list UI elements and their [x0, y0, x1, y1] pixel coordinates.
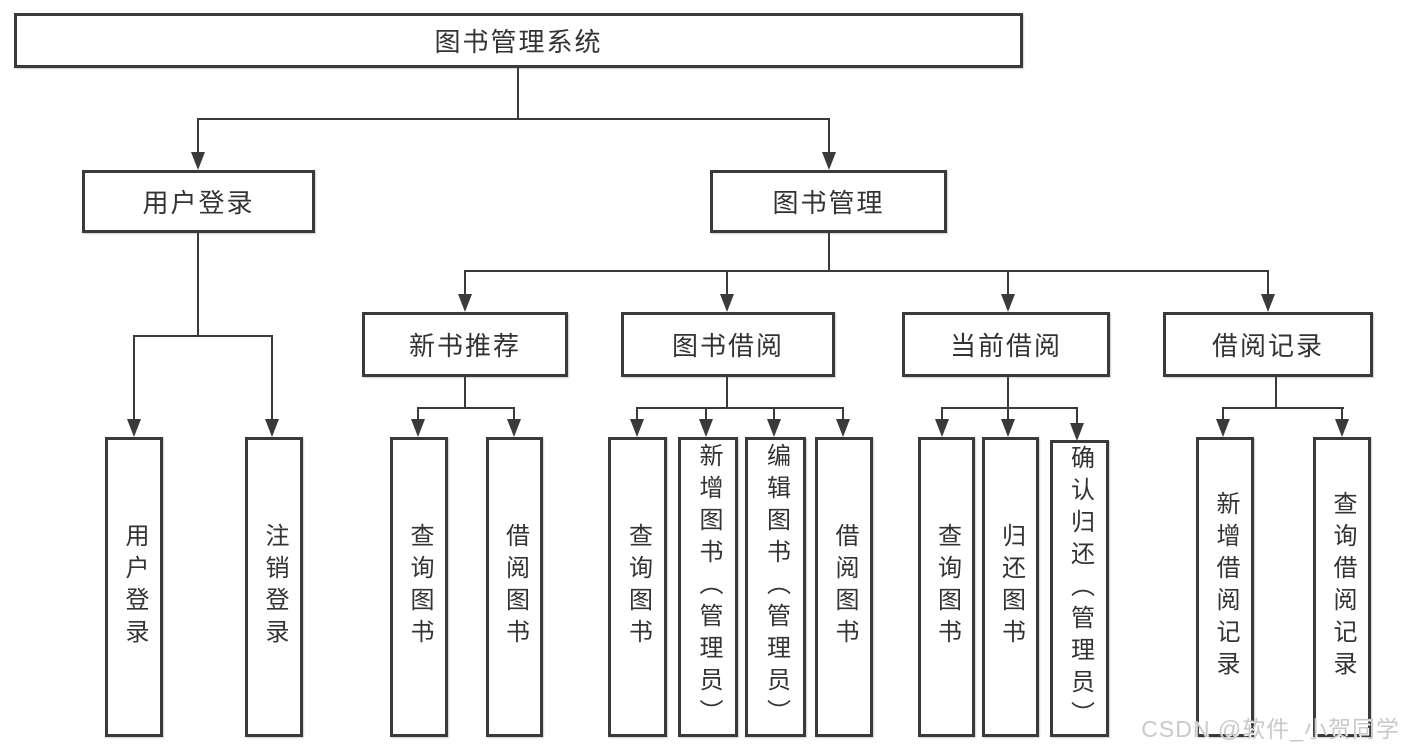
connector-arrow-stem — [513, 407, 515, 419]
leaf-current-query-books-label: 查询图书 — [933, 523, 961, 651]
node-borrow-record-label: 借阅记录 — [1211, 331, 1324, 361]
connector-arrow-stem — [1076, 407, 1078, 423]
leaf-borrow-query-books: 查询图书 — [608, 437, 667, 737]
connector-arrow-stem — [842, 407, 844, 419]
connector-arrow-stem — [1007, 270, 1009, 294]
connector-arrow-stem — [705, 407, 707, 419]
arrowhead-down-icon — [822, 152, 836, 170]
connector-bus-line — [464, 270, 1269, 272]
connector-arrow-stem — [1341, 407, 1343, 419]
leaf-newbook-borrow-books-label: 借阅图书 — [501, 523, 529, 651]
node-borrow-record: 借阅记录 — [1163, 312, 1373, 377]
arrowhead-down-icon — [1335, 419, 1349, 437]
leaf-record-query-borrow-record: 查询借阅记录 — [1313, 437, 1371, 737]
connector-stub-line — [464, 377, 466, 409]
connector-bus-line — [417, 407, 515, 409]
leaf-current-confirm-return-admin-label: 确认归还（管理员） — [1066, 444, 1094, 733]
arrowhead-down-icon — [191, 152, 205, 170]
connector-bus-line — [1222, 407, 1344, 409]
leaf-borrow-add-books-admin-label: 新增图书（管理员） — [695, 443, 722, 731]
connector-arrow-stem — [197, 118, 199, 152]
connector-bus-line — [197, 118, 830, 120]
leaf-borrow-borrow-books: 借阅图书 — [815, 437, 873, 737]
arrowhead-down-icon — [1001, 294, 1015, 312]
arrowhead-down-icon — [1070, 423, 1084, 441]
arrowhead-down-icon — [458, 294, 472, 312]
connector-stub-line — [197, 233, 199, 337]
connector-stub-line — [1007, 377, 1009, 409]
connector-arrow-stem — [417, 407, 419, 419]
node-user-login-label: 用户登录 — [142, 188, 255, 218]
leaf-borrow-query-books-label: 查询图书 — [624, 523, 652, 651]
leaf-borrow-edit-books-admin: 编辑图书（管理员） — [745, 437, 806, 737]
connector-arrow-stem — [636, 407, 638, 419]
node-new-book-recommend-label: 新书推荐 — [408, 331, 521, 361]
connector-arrow-stem — [1267, 270, 1269, 294]
arrowhead-down-icon — [265, 419, 279, 437]
node-book-management-label: 图书管理 — [772, 188, 885, 218]
arrowhead-down-icon — [836, 419, 850, 437]
leaf-newbook-query-books-label: 查询图书 — [406, 523, 433, 651]
arrowhead-down-icon — [767, 419, 781, 437]
arrowhead-down-icon — [1001, 419, 1015, 437]
leaf-logout: 注销登录 — [245, 437, 303, 737]
leaf-record-add-borrow-record-label: 新增借阅记录 — [1212, 491, 1239, 683]
connector-stub-line — [726, 377, 728, 409]
leaf-current-query-books: 查询图书 — [918, 437, 975, 737]
arrowhead-down-icon — [630, 419, 644, 437]
connector-arrow-stem — [271, 335, 273, 419]
node-current-borrow: 当前借阅 — [902, 312, 1110, 377]
connector-arrow-stem — [133, 335, 135, 419]
node-current-borrow-label: 当前借阅 — [949, 331, 1062, 361]
leaf-user-login: 用户登录 — [105, 437, 163, 737]
connector-bus-line — [636, 407, 844, 409]
arrowhead-down-icon — [935, 419, 949, 437]
arrowhead-down-icon — [411, 419, 425, 437]
leaf-record-add-borrow-record: 新增借阅记录 — [1196, 437, 1254, 737]
node-new-book-recommend: 新书推荐 — [362, 312, 568, 377]
connector-bus-line — [133, 335, 273, 337]
leaf-borrow-edit-books-admin-label: 编辑图书（管理员） — [762, 443, 790, 731]
leaf-logout-label: 注销登录 — [261, 523, 288, 651]
arrowhead-down-icon — [720, 294, 734, 312]
arrowhead-down-icon — [507, 419, 521, 437]
connector-stub-line — [1275, 377, 1277, 409]
connector-arrow-stem — [726, 270, 728, 294]
node-root: 图书管理系统 — [14, 13, 1023, 68]
connector-arrow-stem — [1222, 407, 1224, 419]
arrowhead-down-icon — [127, 419, 141, 437]
node-root-label: 图书管理系统 — [434, 27, 603, 57]
leaf-borrow-add-books-admin: 新增图书（管理员） — [678, 437, 738, 737]
leaf-borrow-borrow-books-label: 借阅图书 — [831, 523, 858, 651]
connector-arrow-stem — [828, 118, 830, 152]
node-book-borrow-label: 图书借阅 — [671, 331, 784, 361]
leaf-current-return-books: 归还图书 — [982, 437, 1039, 737]
leaf-user-login-label: 用户登录 — [121, 523, 148, 651]
connector-bus-line — [941, 407, 1078, 409]
connector-arrow-stem — [464, 270, 466, 294]
connector-arrow-stem — [1007, 407, 1009, 419]
node-book-borrow: 图书借阅 — [621, 312, 835, 377]
leaf-current-return-books-label: 归还图书 — [997, 523, 1025, 651]
node-user-login: 用户登录 — [82, 170, 315, 233]
arrowhead-down-icon — [1261, 294, 1275, 312]
connector-stub-line — [828, 233, 830, 272]
connector-stub-line — [517, 67, 519, 120]
leaf-newbook-borrow-books: 借阅图书 — [486, 437, 543, 737]
connector-arrow-stem — [941, 407, 943, 419]
leaf-newbook-query-books: 查询图书 — [390, 437, 448, 737]
leaf-record-query-borrow-record-label: 查询借阅记录 — [1329, 491, 1356, 683]
leaf-current-confirm-return-admin: 确认归还（管理员） — [1050, 440, 1109, 737]
arrowhead-down-icon — [699, 419, 713, 437]
arrowhead-down-icon — [1216, 419, 1230, 437]
connector-arrow-stem — [773, 407, 775, 419]
node-book-management: 图书管理 — [710, 170, 947, 233]
